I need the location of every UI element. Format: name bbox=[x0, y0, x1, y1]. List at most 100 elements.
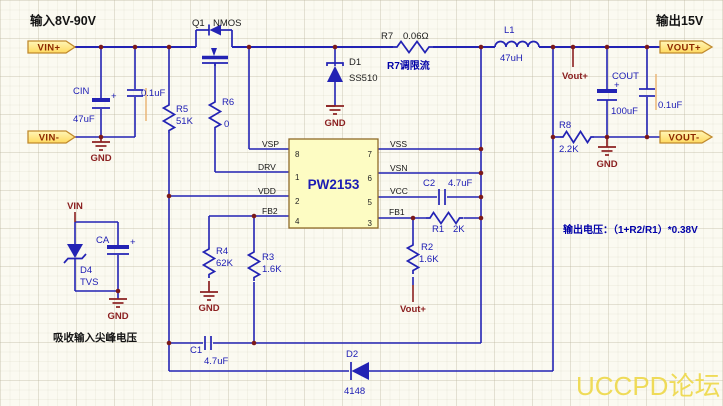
component-r8[interactable]: R8 2.2K bbox=[559, 120, 594, 155]
component-d1-diode[interactable]: D1 SS510 bbox=[326, 57, 378, 84]
d2-ref-label: D2 bbox=[346, 349, 358, 360]
net-label-vout-plus-top: Vout+ bbox=[562, 71, 588, 82]
gnd-symbol-r4: GND bbox=[198, 281, 220, 314]
ic-name-label: PW2153 bbox=[308, 177, 360, 192]
ic-pin4-number: 4 bbox=[295, 217, 300, 226]
port-vin-plus-label: VIN+ bbox=[38, 43, 61, 54]
ic-pin2-number: 2 bbox=[295, 197, 300, 206]
c2-ref-label: C2 bbox=[423, 178, 435, 189]
component-d2-diode[interactable]: D2 4148 bbox=[344, 349, 369, 397]
component-r2[interactable]: R2 1.6K bbox=[405, 242, 440, 274]
gnd-symbol-output: GND bbox=[596, 137, 618, 170]
ic-pin5-number: 5 bbox=[368, 198, 373, 207]
ic-pin-fb1-label: FB1 bbox=[389, 207, 405, 217]
d1-value-label: SS510 bbox=[349, 73, 378, 84]
ca-ref-label: CA bbox=[96, 235, 110, 246]
c2-value-label: 4.7uF bbox=[448, 178, 472, 189]
component-cout[interactable]: COUT + 100uF bbox=[597, 71, 639, 117]
cout-ref-label: COUT bbox=[612, 71, 639, 82]
r8-ref-label: R8 bbox=[559, 120, 571, 131]
ic-pin8-number: 8 bbox=[295, 150, 300, 159]
l1-value-label: 47uH bbox=[500, 53, 523, 64]
gnd-label: GND bbox=[107, 311, 128, 322]
component-r1[interactable]: R1 2K bbox=[426, 210, 465, 236]
d4-ref-label: D4 bbox=[80, 265, 92, 276]
component-r5[interactable]: R5 51K bbox=[161, 103, 194, 133]
port-vin-minus[interactable]: VIN- bbox=[27, 130, 77, 144]
ic-pin1-number: 1 bbox=[295, 173, 300, 182]
component-c1[interactable]: C1 4.7uF bbox=[190, 336, 228, 367]
q1-ref-label: Q1 bbox=[192, 18, 205, 29]
gnd-label: GND bbox=[198, 303, 219, 314]
port-vin-plus[interactable]: VIN+ bbox=[27, 40, 77, 54]
component-c2[interactable]: C2 4.7uF bbox=[423, 178, 472, 205]
r1-value-label: 2K bbox=[453, 224, 465, 235]
r3-value-label: 1.6K bbox=[262, 264, 282, 275]
ic-pin-vdd-label: VDD bbox=[258, 186, 276, 196]
gnd-label: GND bbox=[324, 118, 345, 129]
component-l1-inductor[interactable]: L1 47uH bbox=[494, 25, 540, 64]
l1-ref-label: L1 bbox=[504, 25, 515, 36]
d1-ref-label: D1 bbox=[349, 57, 361, 68]
port-vin-minus-label: VIN- bbox=[39, 133, 60, 144]
net-label-vin: VIN bbox=[67, 201, 83, 212]
ca-plus-sign: + bbox=[130, 237, 136, 248]
ic-pin-vsn-label: VSN bbox=[390, 163, 407, 173]
net-label-vout-plus-r2: Vout+ bbox=[400, 304, 426, 315]
component-ic-pw2153[interactable]: PW2153 8 1 2 4 7 6 5 3 VSP DRV VDD FB2 V… bbox=[258, 138, 408, 229]
component-d4-tvs[interactable]: D4 TVS bbox=[63, 244, 98, 288]
ic-pin7-number: 7 bbox=[368, 150, 373, 159]
cin-ref-label: CIN bbox=[73, 86, 90, 97]
ic-pin6-number: 6 bbox=[368, 174, 373, 183]
r6-value-label: 0 bbox=[224, 119, 229, 130]
port-vout-plus-label: VOUT+ bbox=[667, 43, 701, 54]
component-r7[interactable]: R7 0.06Ω bbox=[381, 31, 433, 54]
cin-value-label: 47uF bbox=[73, 114, 95, 125]
component-r4[interactable]: R4 62K bbox=[201, 246, 234, 278]
ic-pin3-number: 3 bbox=[368, 219, 373, 228]
q1-value-label: NMOS bbox=[213, 18, 242, 29]
c1-ref-label: C1 bbox=[190, 345, 202, 356]
port-vout-plus[interactable]: VOUT+ bbox=[659, 40, 714, 54]
net-stubs bbox=[74, 47, 574, 302]
gnd-symbol-tvs: GND bbox=[107, 298, 129, 322]
r7-value-label: 0.06Ω bbox=[403, 31, 429, 42]
r7-ref-label: R7 bbox=[381, 31, 393, 42]
title-input-range: 输入8V-90V bbox=[30, 13, 97, 28]
gnd-label: GND bbox=[90, 153, 111, 164]
r2-value-label: 1.6K bbox=[419, 254, 439, 265]
r1-ref-label: R1 bbox=[432, 224, 444, 235]
annotation-output-voltage-formula: 输出电压：（1+R2/R1）*0.38V bbox=[563, 223, 698, 236]
cin-small-value-label: 0.1uF bbox=[141, 88, 165, 99]
component-r6[interactable]: R6 0 bbox=[207, 97, 235, 130]
gnd-label: GND bbox=[596, 159, 617, 170]
component-cout-small[interactable]: 0.1uF bbox=[639, 88, 682, 111]
d4-value-label: TVS bbox=[80, 277, 98, 288]
port-vout-minus[interactable]: VOUT- bbox=[659, 130, 714, 144]
r5-value-label: 51K bbox=[176, 116, 194, 127]
component-cin-small[interactable]: 0.1uF bbox=[127, 88, 165, 99]
gnd-symbol-d1: GND bbox=[324, 105, 346, 129]
gnd-symbol-input: GND bbox=[90, 137, 112, 164]
cin-plus-sign: + bbox=[111, 91, 117, 102]
annotation-absorb-note: 吸收输入尖峰电压 bbox=[53, 331, 137, 344]
r2-ref-label: R2 bbox=[421, 242, 433, 253]
annotation-r7-note: R7调限流 bbox=[387, 59, 430, 72]
junction-dots bbox=[98, 44, 650, 346]
ic-pin-vsp-label: VSP bbox=[262, 139, 279, 149]
d2-value-label: 4148 bbox=[344, 386, 365, 397]
component-ca[interactable]: CA + bbox=[96, 235, 136, 255]
r8-value-label: 2.2K bbox=[559, 144, 579, 155]
watermark: UCCPD论坛 bbox=[576, 371, 720, 401]
port-vout-minus-label: VOUT- bbox=[668, 133, 699, 144]
cout-small-value-label: 0.1uF bbox=[658, 100, 682, 111]
c1-value-label: 4.7uF bbox=[204, 356, 228, 367]
r5-ref-label: R5 bbox=[176, 104, 188, 115]
title-output-voltage: 输出15V bbox=[656, 13, 704, 28]
component-r3[interactable]: R3 1.6K bbox=[246, 250, 283, 281]
component-q1-mosfet[interactable]: Q1 NMOS bbox=[192, 18, 242, 66]
ic-pin-vcc-label: VCC bbox=[390, 186, 408, 196]
component-cin[interactable]: CIN + 47uF bbox=[73, 86, 117, 125]
